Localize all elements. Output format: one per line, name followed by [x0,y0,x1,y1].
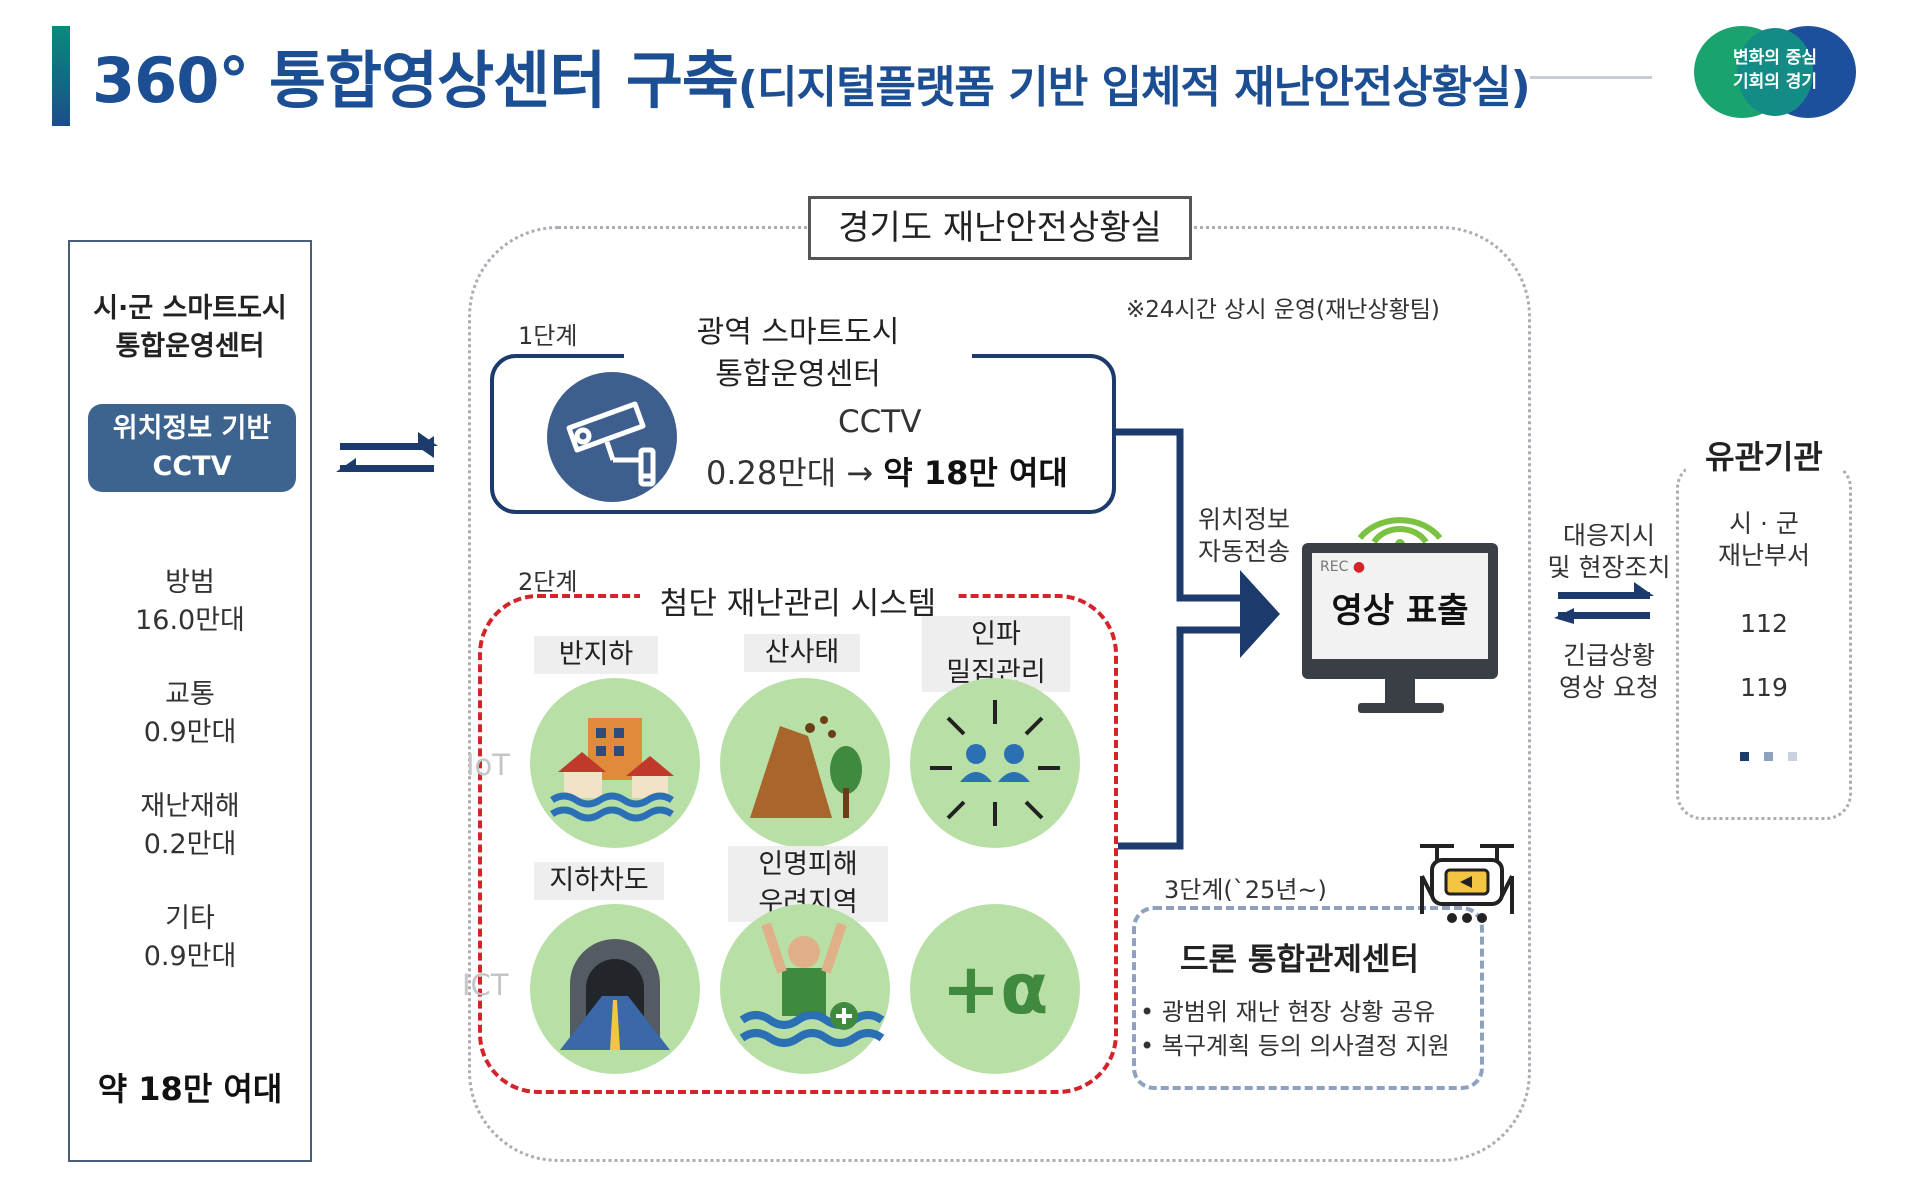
cctv-category-traffic: 교통 0.9만대 [70,676,310,752]
rec-indicator: REC ● [1320,559,1366,575]
stage-1-title-line-1: 광역 스마트도시 [696,315,900,350]
response-line-2: 및 현장조치 [1547,553,1671,582]
stage-1-cctv-label: CCTV [838,404,922,440]
item-label-underpass: 지하차도 [534,862,664,900]
emergency-line-1: 긴급상황 [1562,641,1655,670]
plus-alpha-icon: +α [910,904,1080,1074]
category-count: 16.0만대 [135,605,245,636]
category-name: 방범 [165,567,215,598]
monitor-base [1358,703,1444,713]
monitor-screen: REC ● 영상 표출 [1312,553,1488,659]
auto-transmit-line-2: 자동전송 [1197,537,1290,566]
bidirectional-arrow-left-icon [336,432,438,472]
city-center-title-line-1: 시·군 스마트도시 [93,293,287,324]
category-count: 0.9만대 [143,717,237,748]
cctv-total: 약 18만 여대 [97,1070,283,1108]
count-from: 0.28만대 → [706,454,884,492]
stage-1-label: 1단계 [518,322,578,350]
monitor-icon: REC ● 영상 표출 [1302,543,1498,679]
location-auto-transmit-label: 위치정보 자동전송 [1194,504,1294,568]
ict-label: ICT [462,968,509,1002]
location-cctv-chip: 위치정보 기반 CCTV [88,404,296,492]
item-label-semibasement: 반지하 [534,636,658,674]
stage-3-title: 드론 통합관제센터 [1180,942,1419,978]
tunnel-icon [530,904,700,1074]
crowd-label-line-1: 인파 [971,619,1021,650]
auto-transmit-line-1: 위치정보 [1197,505,1290,534]
title-divider [1530,76,1652,79]
related-agency-city: 시 · 군 재난부서 [1676,508,1852,572]
page-dot-1 [1740,752,1749,761]
casualty-label-line-1: 인명피해 [758,849,858,880]
page-title-sub: (디지털플랫폼 기반 입체적 재난안전상황실) [737,62,1531,113]
count-to: 약 18만 여대 [883,454,1068,492]
chip-line-2: CCTV [152,451,232,482]
cctv-category-crime: 방범 16.0만대 [70,564,310,640]
category-name: 재난재해 [140,791,240,822]
emergency-request-label: 긴급상황 영상 요청 [1538,640,1680,704]
disaster-room-label: 경기도 재난안전상황실 [808,196,1192,260]
stage-1-title: 광역 스마트도시 통합운영센터 [624,312,972,396]
title-accent-bar [52,26,70,126]
related-agencies-title: 유관기관 [1686,432,1842,478]
cctv-category-disaster: 재난재해 0.2만대 [70,788,310,864]
category-name: 교통 [165,679,215,710]
category-name: 기타 [165,903,215,934]
stage-1-title-line-2: 통합운영센터 [715,357,881,392]
response-line-1: 대응지시 [1562,521,1655,550]
monitor-stand [1385,679,1415,705]
drone-icon [1420,844,1514,923]
logo-line-2: 기회의 경기 [1732,72,1818,92]
chip-line-1: 위치정보 기반 [112,413,272,444]
related-agency-112: 112 [1740,609,1788,638]
page-dot-3 [1788,752,1797,761]
stage-2-title: 첨단 재난관리 시스템 [640,578,956,623]
page-title: 360° 통합영상센터 구축(디지털플랫폼 기반 입체적 재난안전상황실) [92,30,1531,120]
response-order-label: 대응지시 및 현장조치 [1538,520,1680,584]
wifi-icon [1357,517,1443,548]
city-center-title: 시·군 스마트도시 통합운영센터 [70,290,310,366]
stage-3-item-2: • 복구계획 등의 의사결정 지원 [1140,1032,1450,1060]
iot-label: IoT [466,748,511,782]
category-count: 0.9만대 [143,941,237,972]
arrow-to-monitor-icon [1240,570,1280,658]
flow-line-icon [1116,428,1240,850]
flood-house-icon [530,678,700,848]
related-agency-119: 119 [1740,673,1788,702]
drowning-person-icon [720,904,890,1074]
gyeonggi-logo: 변화의 중심 기회의 경기 [1690,22,1860,122]
category-count: 0.2만대 [143,829,237,860]
city-center-panel: 시·군 스마트도시 통합운영센터 위치정보 기반 CCTV 방범 16.0만대 … [68,240,312,1162]
page-dot-2 [1764,752,1773,761]
rec-label: REC [1320,559,1349,575]
emergency-line-2: 영상 요청 [1559,673,1659,702]
video-display-label: 영상 표출 [1331,591,1469,631]
cctv-camera-icon [547,372,677,502]
page-title-main: 360° 통합영상센터 구축 [92,44,739,117]
stage-3-box [1132,906,1484,1090]
logo-line-1: 변화의 중심 [1732,48,1818,68]
landslide-icon [720,678,890,848]
stage-3-label: 3단계(`25년~) [1164,876,1327,904]
stage-3-item-1: • 광범위 재난 현장 상황 공유 [1140,998,1436,1026]
crowd-icon [910,678,1080,848]
stage-1-cctv-count: 0.28만대 → 약 18만 여대 [706,448,1068,494]
operation-note: ※24시간 상시 운영(재난상황팀) [1126,297,1440,323]
stage-2-label: 2단계 [518,568,578,596]
city-line-2: 재난부서 [1717,541,1810,570]
item-label-landslide: 산사태 [744,634,860,672]
city-line-1: 시 · 군 [1729,509,1799,538]
cctv-category-other: 기타 0.9만대 [70,900,310,976]
bidirectional-arrow-right-icon [1554,582,1654,624]
city-center-title-line-2: 통합운영센터 [115,331,265,362]
